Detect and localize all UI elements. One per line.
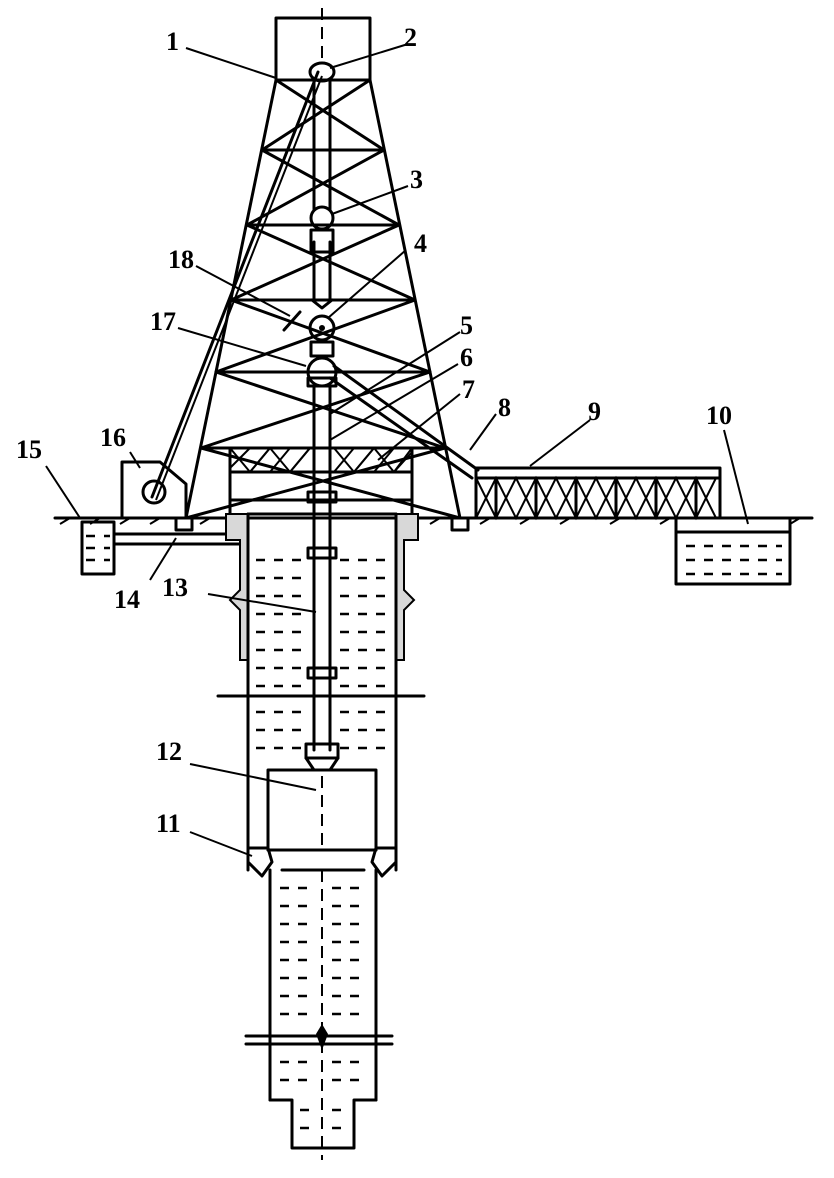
part-labels: 1 2 3 4 5 6 7 8 9 10 11 12 13 14 15 16 1… — [16, 23, 732, 838]
drilling-fluid-lower — [280, 886, 368, 1130]
label-16: 16 — [100, 423, 126, 452]
settling-pit — [80, 520, 116, 576]
drill-floor — [228, 446, 414, 518]
derrick-frame — [184, 78, 462, 520]
label-8: 8 — [498, 393, 511, 422]
label-6: 6 — [460, 343, 473, 372]
return-channel — [112, 532, 242, 546]
label-12: 12 — [156, 737, 182, 766]
hook-lever — [282, 310, 302, 332]
casing — [225, 512, 419, 661]
label-4: 4 — [414, 229, 427, 258]
derrick-footings — [174, 516, 470, 532]
label-17: 17 — [150, 307, 176, 336]
drilling-fluid-upper — [256, 558, 390, 750]
drill-pipe — [304, 384, 340, 772]
borehole-lower — [244, 868, 394, 1160]
label-3: 3 — [410, 165, 423, 194]
label-5: 5 — [460, 311, 473, 340]
travelling-block — [309, 205, 335, 254]
slurry-trough — [474, 466, 722, 521]
label-7: 7 — [462, 375, 475, 404]
label-2: 2 — [404, 23, 417, 52]
leader-lines — [45, 43, 749, 857]
mud-tank — [674, 516, 792, 586]
label-1: 1 — [166, 27, 179, 56]
label-10: 10 — [706, 401, 732, 430]
borehole-upper — [216, 512, 426, 872]
winch — [120, 460, 188, 520]
label-15: 15 — [16, 435, 42, 464]
label-11: 11 — [156, 809, 181, 838]
label-9: 9 — [588, 397, 601, 426]
mud-hose — [328, 364, 480, 480]
label-18: 18 — [168, 245, 194, 274]
label-14: 14 — [114, 585, 140, 614]
crown-sheave — [304, 61, 342, 83]
label-13: 13 — [162, 573, 188, 602]
drill-bit — [266, 768, 378, 852]
swivel-assembly — [306, 298, 338, 388]
